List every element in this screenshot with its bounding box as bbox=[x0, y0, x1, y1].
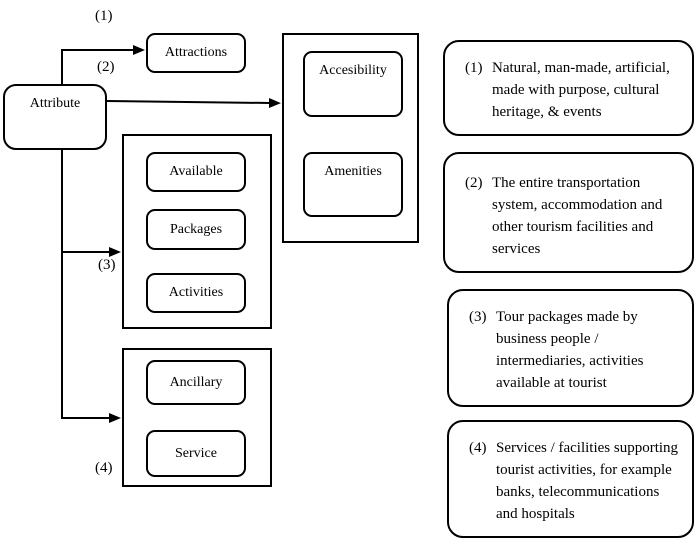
annotation-4-number: (4) bbox=[469, 440, 487, 456]
node-available: Available bbox=[146, 152, 246, 192]
annotation-2: (2) The entire transportation system, ac… bbox=[443, 152, 694, 273]
branch-label-3: (3) bbox=[98, 257, 116, 273]
annotation-1-number: (1) bbox=[465, 60, 483, 76]
node-packages: Packages bbox=[146, 209, 246, 250]
node-accessibility: Accesibility bbox=[303, 51, 403, 117]
node-ancillary: Ancillary bbox=[146, 360, 246, 405]
annotation-3-text: Tour packages made by business people / … bbox=[496, 309, 644, 391]
branch-label-4: (4) bbox=[95, 460, 113, 476]
annotation-3-number: (3) bbox=[469, 309, 487, 325]
branch-label-1: (1) bbox=[95, 8, 113, 24]
node-activities: Activities bbox=[146, 273, 246, 313]
connector-attribute-to-accessibility bbox=[105, 97, 281, 108]
branch-label-2: (2) bbox=[97, 59, 115, 75]
annotation-2-number: (2) bbox=[465, 175, 483, 191]
node-amenities: Amenities bbox=[303, 152, 403, 217]
annotation-4: (4) Services / facilities supporting tou… bbox=[447, 420, 694, 538]
annotation-1: (1) Natural, man-made, artificial, made … bbox=[443, 40, 694, 136]
node-attribute: Attribute bbox=[3, 84, 107, 150]
annotation-1-text: Natural, man-made, artificial, made with… bbox=[492, 60, 670, 120]
annotation-4-text: Services / facilities supporting tourist… bbox=[496, 440, 679, 522]
node-service: Service bbox=[146, 430, 246, 477]
node-attractions: Attractions bbox=[146, 33, 246, 73]
annotation-3: (3) Tour packages made by business peopl… bbox=[447, 289, 694, 407]
annotation-2-text: The entire transportation system, accomm… bbox=[492, 175, 663, 257]
